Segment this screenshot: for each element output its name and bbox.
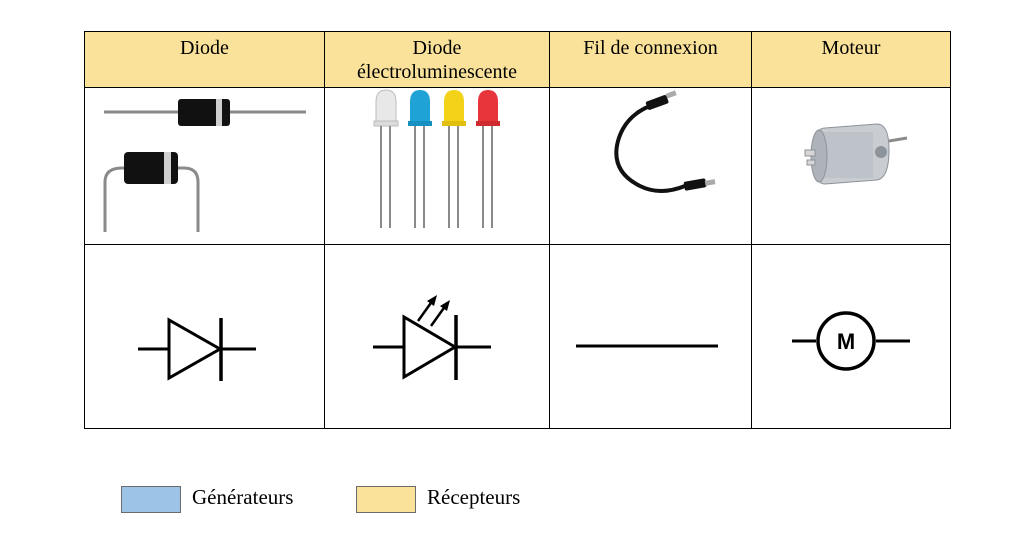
led-symbol [373,295,491,380]
motor-symbol: M [792,311,910,371]
led-white [373,89,399,228]
photo-cell-diode [85,88,325,245]
header-led-label-line2: électroluminescente [357,61,517,83]
symbol-cell-led [325,245,550,429]
photo-cell-wire [550,88,752,245]
header-diode: Diode [85,32,325,88]
header-led: Diode électroluminescente [325,32,550,88]
header-wire: Fil de connexion [550,32,752,88]
symbol-cell-wire [550,245,752,429]
legend-label-receivers: Récepteurs [427,485,521,509]
diode-photo [103,99,306,232]
header-motor-label: Moteur [821,37,881,59]
motor-photo [804,123,908,185]
photo-cell-led [325,88,550,245]
header-led-label-line1: Diode [412,37,462,59]
legend-swatch-generators [121,486,181,513]
led-red [476,90,500,228]
legend-swatch-receivers [356,486,416,513]
led-photo [373,89,500,228]
symbol-cell-diode [85,245,325,429]
motor-symbol-letter: M [837,329,855,354]
legend-label-generators: Générateurs [192,485,294,509]
header-diode-label: Diode [180,37,229,59]
header-wire-label: Fil de connexion [583,37,718,59]
wire-symbol [576,344,718,348]
symbol-cell-motor [752,245,951,429]
photo-cell-motor [752,88,951,245]
components-table [84,31,951,429]
led-blue [408,90,432,228]
diode-symbol [138,317,256,381]
header-motor: Moteur [752,32,951,88]
led-light-arrows [416,295,450,327]
led-yellow [442,90,466,228]
wire-photo [614,90,716,193]
